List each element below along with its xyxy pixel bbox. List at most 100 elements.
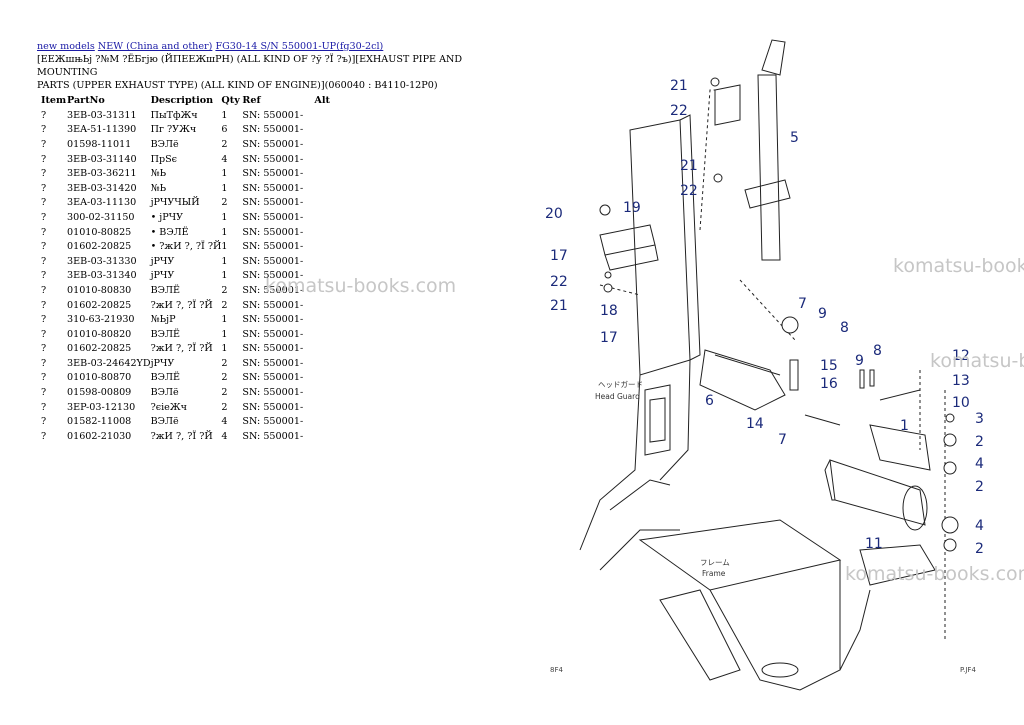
cell-partno: 01602-20825	[67, 299, 132, 311]
cell-partno: 01010-80825	[67, 226, 132, 238]
callout-17: 17	[600, 330, 618, 346]
cell-qty: 2	[221, 197, 228, 209]
cell-item: ?	[41, 343, 47, 355]
callout-5: 5	[790, 130, 799, 146]
cell-item: ?	[41, 416, 47, 428]
exhaust-tip	[761, 39, 786, 76]
cell-item: ?	[41, 241, 47, 253]
cell-description: јРЧУ	[150, 357, 175, 369]
bracket-11	[859, 544, 936, 586]
cell-ref: SN: 550001-	[242, 153, 304, 165]
cell-qty: 2	[221, 299, 228, 311]
cell-item: ?	[41, 226, 47, 238]
cell-ref: SN: 550001-	[242, 387, 304, 399]
head-guard-label-jp: ヘッドガード	[598, 379, 643, 389]
cell-ref: SN: 550001-	[242, 109, 304, 121]
head-guard-pillar-side	[679, 114, 701, 361]
footer-right-code: P.JF4	[960, 666, 976, 674]
cell-ref: SN: 550001-	[242, 255, 304, 267]
cell-alt	[314, 414, 344, 429]
breadcrumb-link-model[interactable]: FG30-14 S/N 550001-UP(fg30-2cl)	[215, 41, 384, 52]
cell-item: ?	[41, 138, 47, 150]
cell-item: ?	[41, 270, 47, 282]
cell-qty: 2	[221, 284, 228, 296]
cell-description: ВЭЛЁ	[150, 372, 180, 384]
callout-18: 18	[600, 303, 618, 319]
head-guard-label: Head Guard	[595, 392, 640, 401]
cell-partno: 01602-20825	[67, 343, 132, 355]
cell-ref: SN: 550001-	[242, 357, 304, 369]
callout-21: 21	[550, 298, 568, 314]
cell-description: ВЭЛё	[150, 416, 179, 428]
cell-item: ?	[41, 328, 47, 340]
cell-qty: 1	[221, 255, 228, 267]
cell-qty: 1	[221, 241, 228, 253]
cell-ref: SN: 550001-	[242, 226, 304, 238]
cell-alt	[314, 108, 344, 123]
cell-qty: 2	[221, 401, 228, 413]
cell-description: јРЧУЧЫЙ	[150, 197, 200, 209]
cell-description: ПрSє	[150, 153, 178, 165]
cell-qty: 2	[221, 138, 228, 150]
cell-qty: 1	[221, 182, 228, 194]
callout-9: 9	[855, 353, 864, 369]
cell-ref: SN: 550001-	[242, 168, 304, 180]
cell-alt	[314, 196, 344, 211]
cell-qty: 1	[221, 211, 228, 223]
cell-item: ?	[41, 168, 47, 180]
cell-qty: 2	[221, 372, 228, 384]
cell-partno: 3EA-51-11390	[67, 124, 137, 136]
callout-4: 4	[975, 456, 984, 472]
cell-description: • ВЭЛЁ	[150, 226, 189, 238]
callout-20: 20	[545, 206, 563, 222]
callout-7: 7	[798, 296, 807, 312]
cell-ref: SN: 550001-	[242, 182, 304, 194]
callout-14: 14	[746, 416, 764, 432]
cell-partno: 01010-80830	[67, 284, 132, 296]
cell-alt	[314, 385, 344, 400]
exhaust-pipe-5	[757, 74, 781, 261]
page-title-line1: [ЕЕЖшњЬј ?№М ?ЁБгјю (ЙПЕЕЖшРН) (ALL KIND…	[37, 54, 463, 78]
cell-partno: 01602-20825	[67, 241, 132, 253]
cell-alt	[314, 166, 344, 181]
cell-partno: 01598-00809	[67, 387, 132, 399]
callout-16: 16	[820, 376, 838, 392]
cell-partno: 3EB-03-31140	[67, 153, 137, 165]
cell-description: ВЭЛё	[150, 387, 179, 399]
cell-description: ВЭЛё	[150, 138, 179, 150]
breadcrumb-link-new-models[interactable]: new models	[37, 41, 95, 52]
page-title: [ЕЕЖшњЬј ?№М ?ЁБгјю (ЙПЕЕЖшРН) (ALL KIND…	[37, 53, 507, 92]
callout-9: 9	[818, 306, 827, 322]
table-header-row: Item PartNo Description Qty Ref Alt	[37, 93, 344, 108]
callout-10: 10	[952, 395, 970, 411]
callout-15: 15	[820, 358, 838, 374]
cell-ref: SN: 550001-	[242, 401, 304, 413]
callout-22: 22	[550, 274, 568, 290]
cell-qty: 1	[221, 270, 228, 282]
cell-partno: 01010-80820	[67, 328, 132, 340]
cell-ref: SN: 550001-	[242, 299, 304, 311]
cell-qty: 4	[221, 153, 228, 165]
cell-partno: 3EB-03-31311	[67, 109, 137, 121]
cell-item: ?	[41, 109, 47, 121]
cell-alt	[314, 254, 344, 269]
breadcrumb-link-region[interactable]: NEW (China and other)	[97, 41, 213, 52]
cell-description: ПыТфЖч	[150, 109, 198, 121]
cell-partno: 3EA-03-11130	[67, 197, 137, 209]
cell-item: ?	[41, 372, 47, 384]
cell-description: Пг ?УЖч	[150, 124, 197, 136]
watermark-1: komatsu-books.com	[265, 275, 457, 297]
cell-alt	[314, 342, 344, 357]
cell-partno: 3EB-03-31330	[67, 255, 137, 267]
callout-2: 2	[975, 541, 984, 557]
